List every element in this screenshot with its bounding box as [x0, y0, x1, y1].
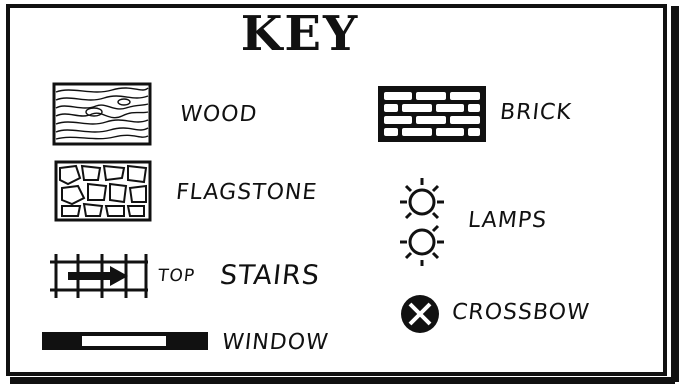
frame-shadow-right	[671, 6, 679, 382]
brick-symbol	[376, 84, 488, 144]
flagstone-symbol	[54, 160, 152, 222]
frame-shadow-bottom	[10, 377, 675, 384]
stairs-symbol	[48, 250, 150, 302]
window-label: WINDOW	[221, 330, 330, 355]
window-symbol	[40, 328, 210, 354]
crossbow-label: CROSSBOW	[451, 300, 591, 325]
key-title: KEY	[232, 6, 368, 62]
crossbow-symbol	[398, 292, 442, 336]
wood-label: WOOD	[179, 102, 259, 127]
stairs-top-label: TOP	[157, 266, 196, 286]
lamps-label: LAMPS	[467, 208, 549, 233]
brick-label: BRICK	[499, 100, 573, 125]
stairs-label: STAIRS	[218, 260, 321, 291]
flagstone-label: FLAGSTONE	[175, 180, 319, 205]
wood-symbol	[52, 82, 152, 146]
lamps-symbol	[388, 172, 458, 272]
